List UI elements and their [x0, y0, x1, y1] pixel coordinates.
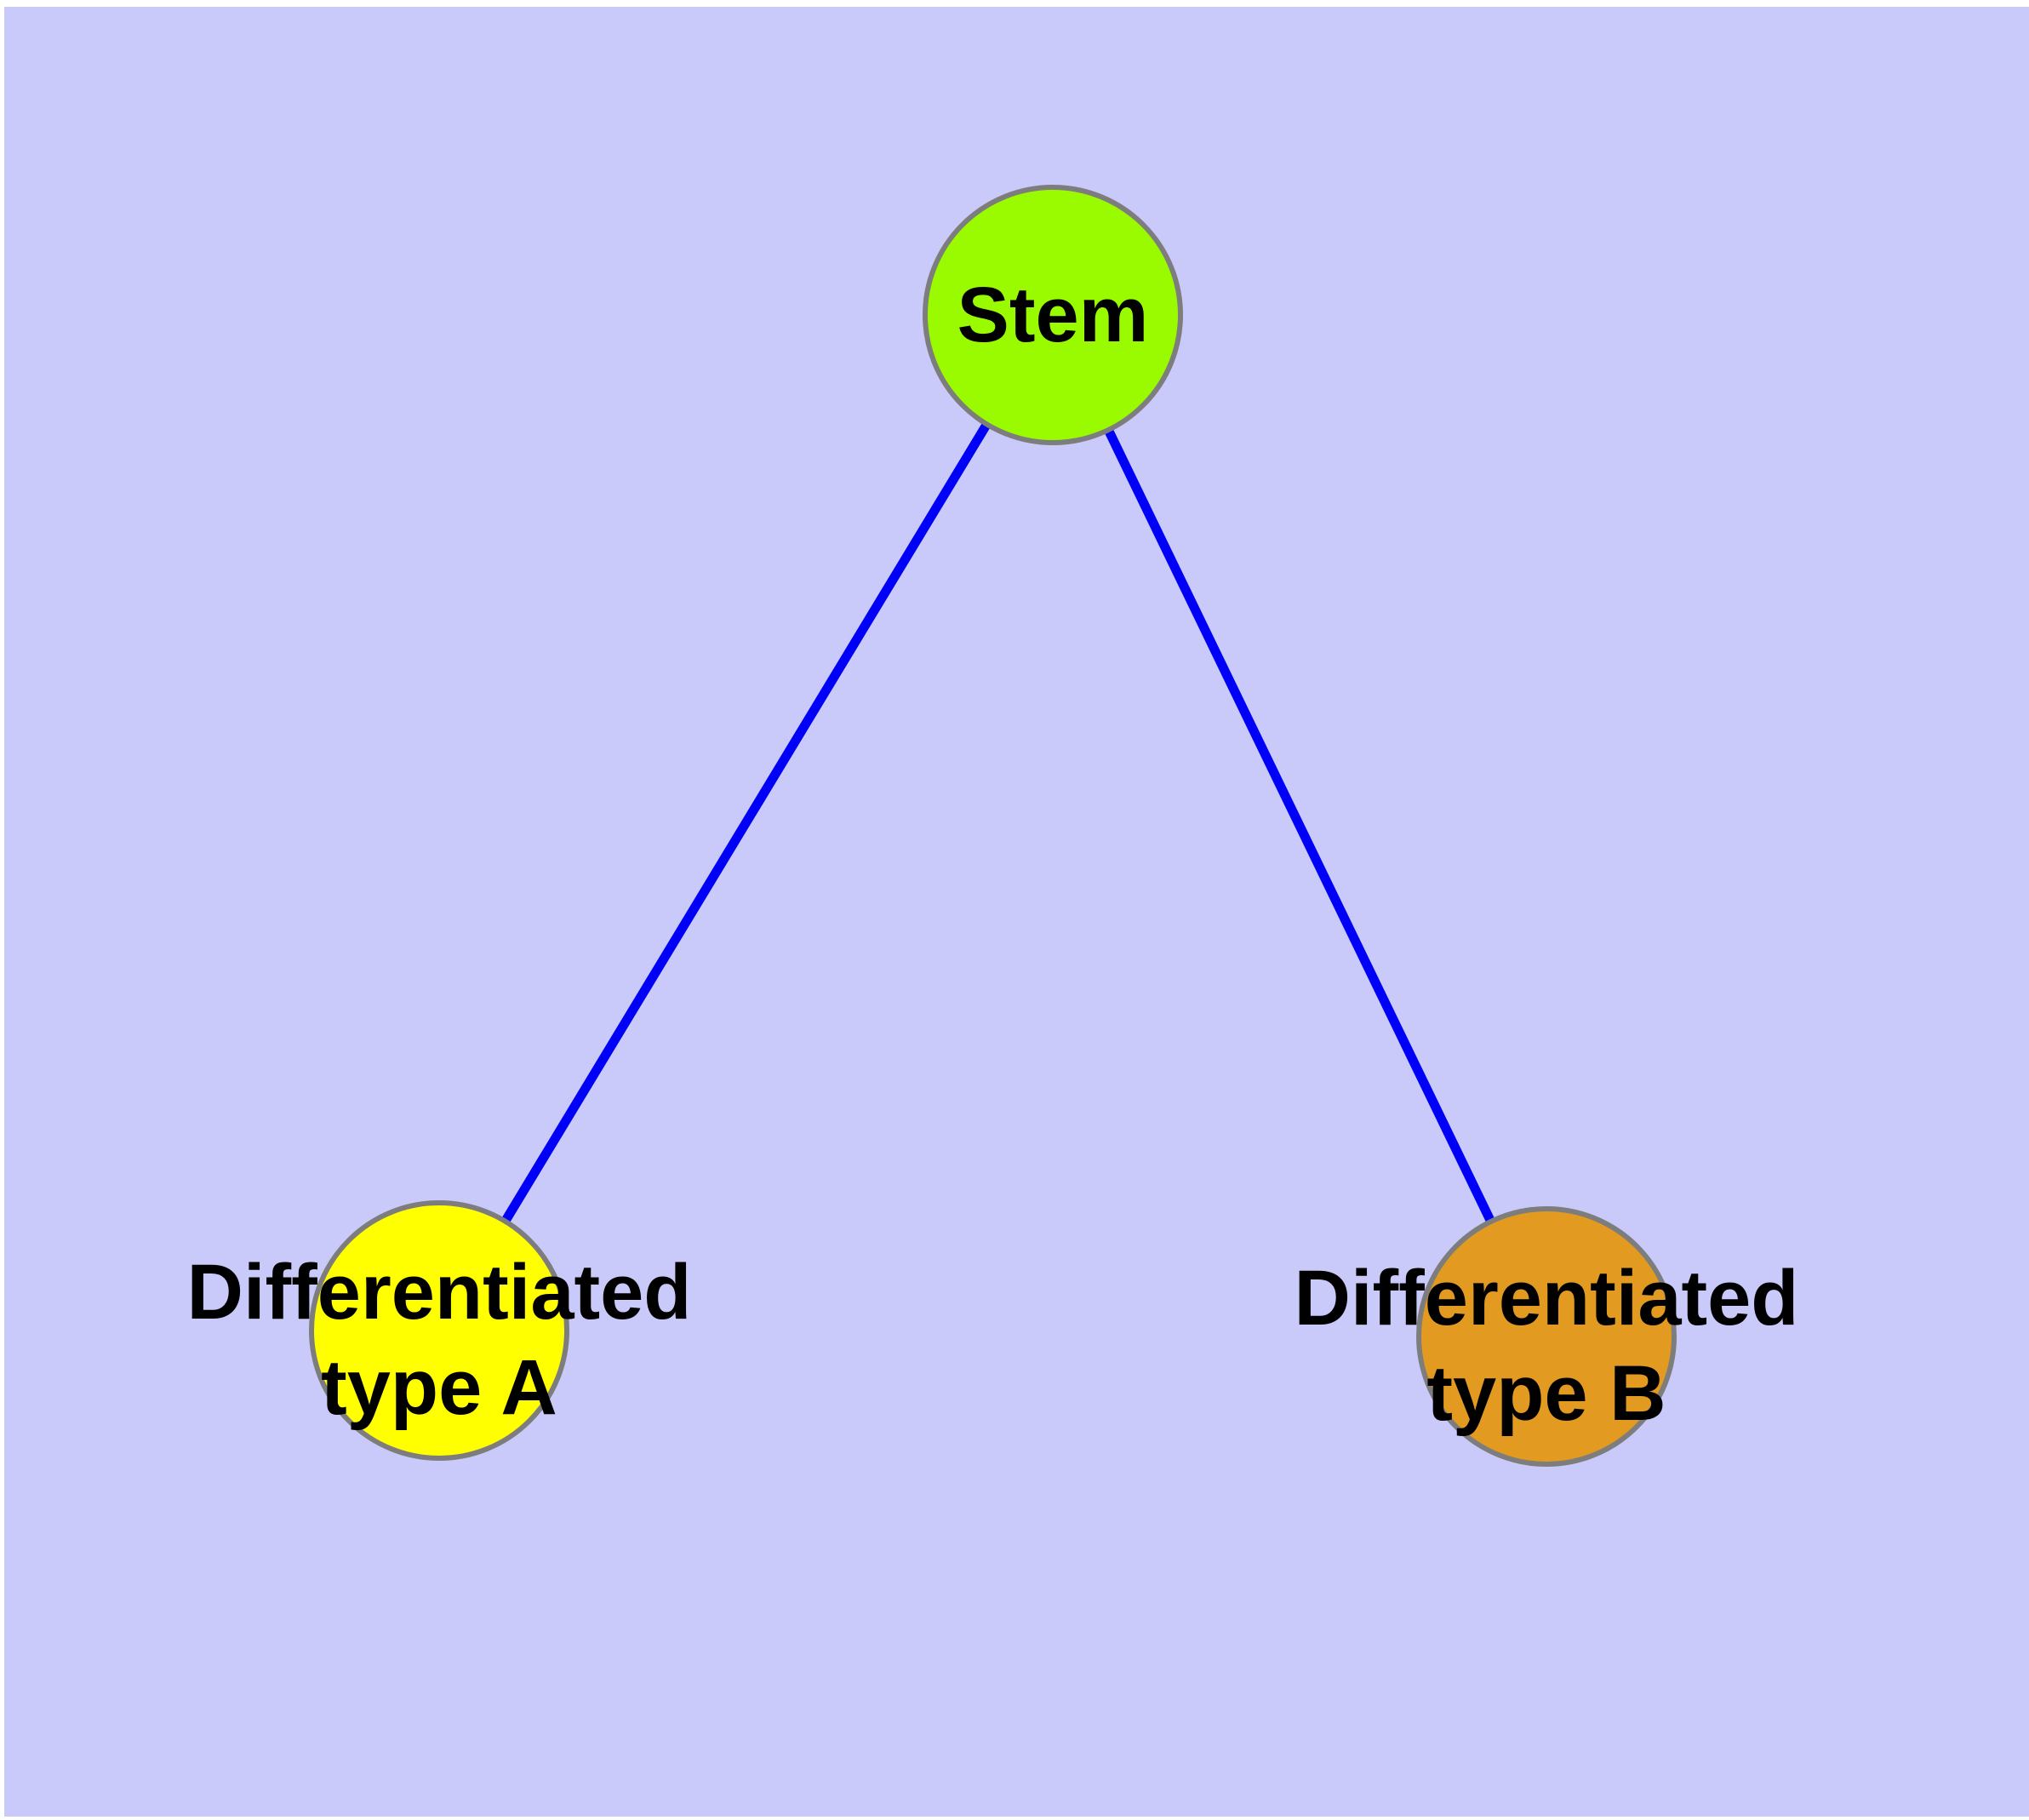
edge-stem-to-type-a — [435, 312, 1057, 1333]
node-type-b-label-line1: Differentiated — [1295, 1255, 1799, 1342]
node-differentiated-type-b — [1416, 1206, 1677, 1467]
node-type-b-label-line2: type B — [1426, 1350, 1666, 1437]
edge-stem-to-type-b — [1049, 312, 1551, 1339]
node-differentiated-type-a — [309, 1200, 569, 1461]
node-stem-label: Stem — [957, 272, 1149, 358]
node-type-a-label-line2: type A — [321, 1344, 557, 1431]
node-stem — [923, 185, 1183, 445]
node-type-a-label-line1: Differentiated — [187, 1249, 692, 1336]
